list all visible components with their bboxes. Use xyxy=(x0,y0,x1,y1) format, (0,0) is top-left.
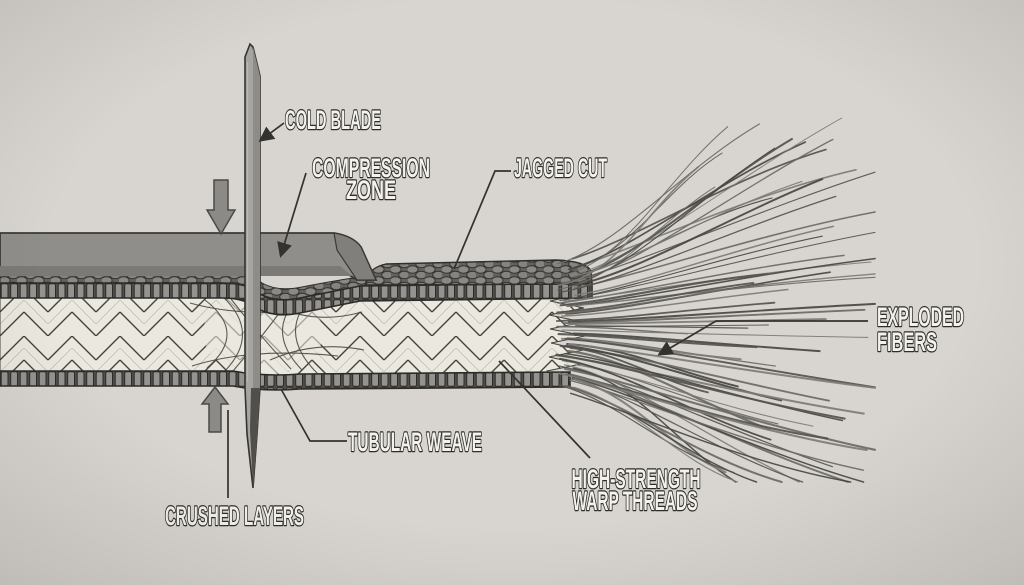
diagram-page: COLD BLADE COMPRESSION ZONE JAGGED CUT E… xyxy=(0,0,1024,585)
vignette-overlay xyxy=(0,0,1024,585)
diagram-canvas: COLD BLADE COMPRESSION ZONE JAGGED CUT E… xyxy=(0,0,1024,585)
